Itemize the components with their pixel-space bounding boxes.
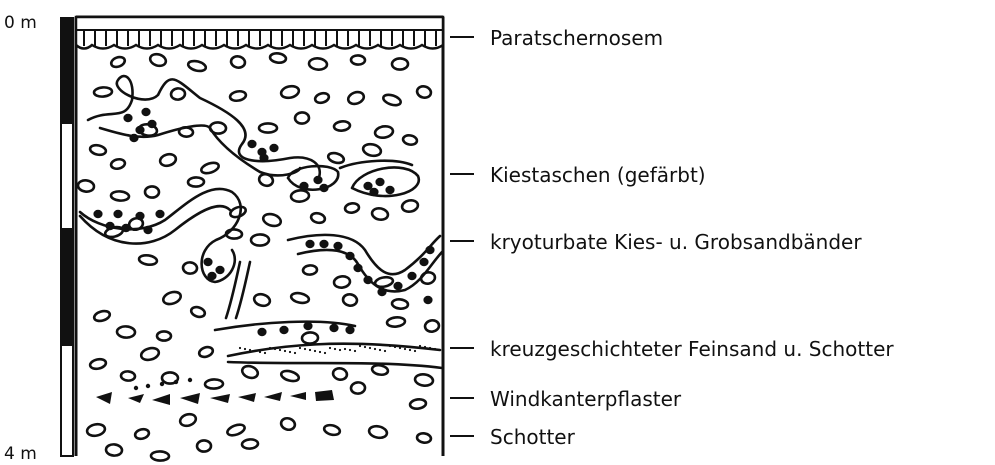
scale-segment-1 (61, 18, 73, 124)
gravel-pebbles (77, 52, 439, 461)
layer-labels: Paratschernosem Kiestaschen (gefärbt) kr… (450, 26, 894, 449)
label-kiestaschen: Kiestaschen (gefärbt) (490, 163, 706, 187)
label-kryoturbate: kryoturbate Kies- u. Grobsandbänder (490, 230, 862, 254)
paratschernosem-layer (76, 17, 443, 49)
label-schotter: Schotter (490, 425, 576, 449)
scale-segment-3 (61, 228, 73, 346)
scale-bottom-label: 4 m (4, 444, 37, 464)
label-windkanter: Windkanterpflaster (490, 387, 682, 411)
label-paratschernosem: Paratschernosem (490, 26, 663, 50)
windkanter-pavement (96, 378, 334, 405)
scale-top-label: 0 m (4, 13, 37, 33)
label-kreuzgeschichtet: kreuzgeschichteter Feinsand u. Schotter (490, 337, 894, 361)
depth-scale: 0 m 4 m (4, 13, 73, 464)
